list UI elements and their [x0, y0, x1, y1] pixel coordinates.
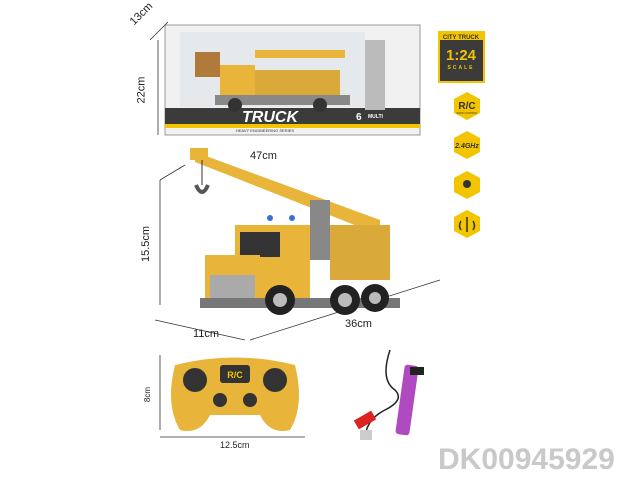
truck-width-label: 11cm — [193, 328, 220, 340]
package-multi-label: MULTI — [368, 114, 384, 120]
lightbulb-icon — [463, 180, 471, 188]
rc-badge — [454, 92, 480, 120]
crane-truck-image — [190, 148, 400, 315]
remote-control-image: R/C — [171, 357, 299, 431]
remote-height-label: 8cm — [143, 386, 153, 403]
truck-height-label: 15.5cm — [140, 225, 153, 263]
truck-length-top-label: 47cm — [250, 150, 277, 162]
svg-text:RADIO CONTROL: RADIO CONTROL — [457, 112, 478, 115]
remote-width-label: 12.5cm — [220, 440, 250, 450]
package-box: TRUCK HEAVY ENGINEERING SERIES 6 MULTI — [164, 24, 421, 136]
svg-text:1:24: 1:24 — [446, 47, 477, 64]
package-multi-count: 6 — [356, 112, 362, 123]
svg-text:R/C: R/C — [458, 101, 475, 112]
box-height-label: 22cm — [135, 76, 148, 104]
sku-code: DK00945929 — [438, 443, 615, 476]
truck-length-label: 36cm — [345, 318, 372, 330]
crane-claw-icon — [458, 217, 476, 232]
svg-text:CITY TRUCK: CITY TRUCK — [443, 35, 480, 41]
usb-cable-and-battery-image — [353, 349, 424, 441]
remote-label: R/C — [227, 370, 243, 380]
svg-text:2.4GHz: 2.4GHz — [454, 143, 479, 150]
frequency-badge — [454, 131, 480, 159]
scale-badge: CITY TRUCK 1:24 SCALE — [438, 31, 485, 83]
package-series: HEAVY ENGINEERING SERIES — [236, 128, 294, 133]
package-title: TRUCK — [242, 109, 299, 126]
svg-text:SCALE: SCALE — [448, 65, 475, 71]
feature-badges: CITY TRUCK 1:24 SCALE R/C RADIO CONTROL … — [438, 31, 485, 238]
